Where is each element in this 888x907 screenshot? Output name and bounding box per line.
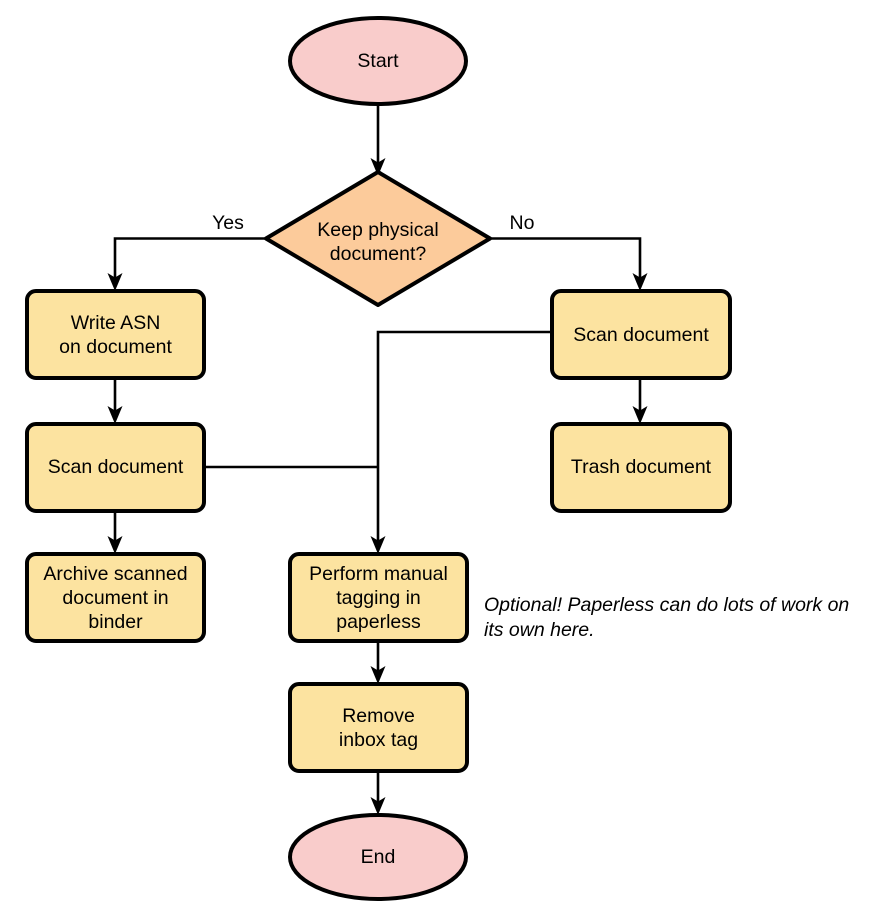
manual-tagging-rect-shape — [288, 552, 469, 643]
edge-label-yes: Yes — [212, 212, 244, 234]
node-write-asn-on-document[interactable]: Write ASN on document — [25, 289, 206, 380]
decision-label-line2: document? — [330, 243, 427, 265]
node-perform-manual-tagging[interactable]: Perform manual tagging in paperless — [288, 552, 469, 643]
scan-right-label: Scan document — [573, 324, 709, 346]
scan-left-rect-shape — [25, 422, 206, 513]
connector-start-to-decision — [370, 104, 386, 176]
scan-right-rect-shape — [550, 289, 732, 380]
archive-rect-shape — [25, 552, 206, 643]
node-remove-inbox-tag[interactable]: Remove inbox tag — [288, 682, 469, 773]
trash-rect-shape — [550, 422, 732, 513]
remove-inbox-rect-shape — [288, 682, 469, 773]
start-ellipse-shape — [288, 16, 468, 106]
connector-scan-right-to-trash — [632, 378, 648, 424]
node-scan-document-left[interactable]: Scan document — [25, 422, 206, 513]
decision-label-line1: Keep physical — [317, 219, 438, 241]
edge-label-no: No — [510, 212, 535, 234]
trash-label: Trash document — [571, 456, 712, 478]
node-scan-document-right[interactable]: Scan document — [550, 289, 732, 380]
start-label: Start — [357, 50, 399, 72]
scan-left-label: Scan document — [48, 456, 184, 478]
node-trash-document[interactable]: Trash document — [550, 422, 732, 513]
connector-decision-no-to-scan-right — [490, 237, 648, 291]
manual-tagging-label-line1: Perform manual — [309, 563, 448, 585]
end-ellipse-shape — [288, 813, 468, 901]
connector-write-asn-to-scan-left — [107, 378, 123, 424]
end-label: End — [361, 846, 396, 868]
connector-remove-inbox-to-end — [370, 771, 386, 815]
archive-label-line1: Archive scanned — [43, 563, 187, 585]
write-asn-rect-shape — [25, 289, 206, 380]
archive-label-line3: binder — [88, 611, 143, 633]
node-decision-keep-physical-document[interactable]: Keep physical document? — [264, 170, 492, 307]
node-start[interactable]: Start — [288, 16, 468, 106]
node-end[interactable]: End — [288, 813, 468, 901]
node-archive-scanned-document[interactable]: Archive scanned document in binder — [25, 552, 206, 643]
manual-tagging-label-line3: paperless — [336, 611, 421, 633]
decision-diamond-shape — [264, 170, 492, 307]
archive-label-line2: document in — [62, 587, 168, 609]
connector-scan-right-to-manual-tagging — [370, 330, 552, 554]
optional-note-line2: its own here. — [484, 619, 595, 641]
remove-inbox-label-line2: inbox tag — [339, 729, 418, 751]
remove-inbox-label-line1: Remove — [342, 705, 415, 727]
annotation-optional-note: Optional! Paperless can do lots of work … — [484, 594, 849, 641]
write-asn-label-line2: on document — [59, 336, 172, 358]
connector-manual-tagging-to-remove-inbox — [370, 641, 386, 684]
connector-decision-yes-to-write-asn — [107, 237, 265, 291]
write-asn-label-line1: Write ASN — [71, 312, 161, 334]
connector-scan-left-to-archive — [107, 511, 123, 554]
manual-tagging-label-line2: tagging in — [336, 587, 421, 609]
optional-note-line1: Optional! Paperless can do lots of work … — [484, 594, 849, 616]
